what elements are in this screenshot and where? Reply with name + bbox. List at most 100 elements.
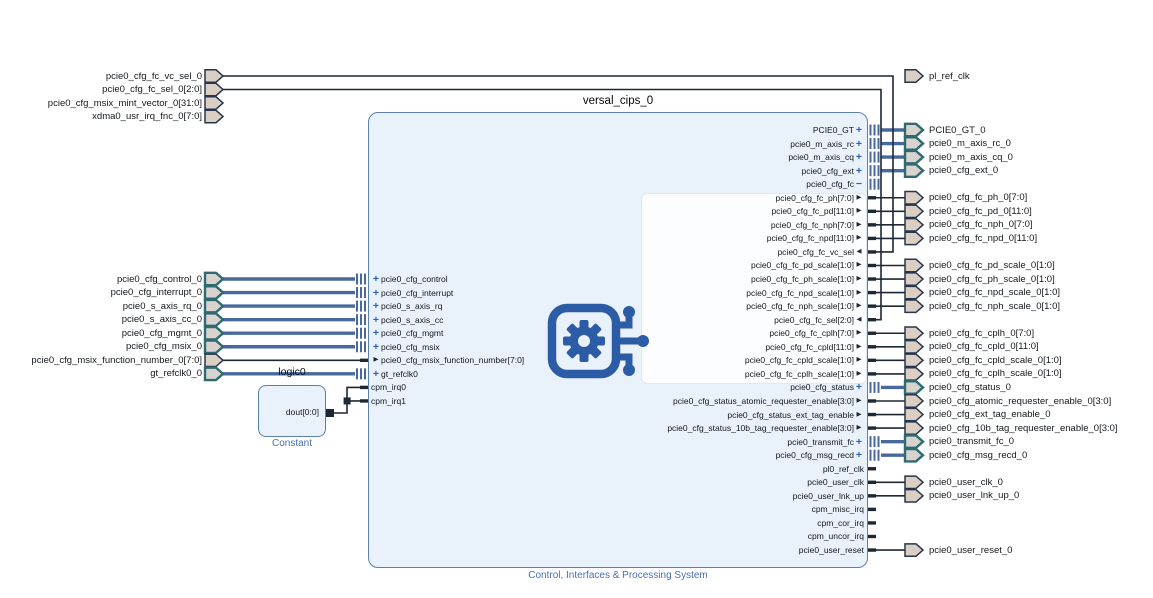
- external-port-arrow[interactable]: [904, 285, 925, 300]
- block-pin[interactable]: pcie0_cfg_fc_nph[7:0]▶: [574, 218, 864, 232]
- block-pin[interactable]: +gt_refclk0: [371, 367, 418, 381]
- expand-icon[interactable]: +: [372, 327, 380, 340]
- external-port-arrow[interactable]: [903, 136, 925, 151]
- block-pin[interactable]: pcie0_m_axis_rc+: [574, 137, 864, 151]
- external-port-arrow[interactable]: [203, 285, 225, 300]
- block-pin[interactable]: pl0_ref_clk: [574, 462, 864, 476]
- external-port-arrow[interactable]: [903, 163, 925, 179]
- block-pin[interactable]: pcie0_cfg_fc_sel[2:0]◀: [574, 313, 864, 327]
- expand-icon[interactable]: +: [372, 300, 380, 313]
- expand-icon[interactable]: +: [372, 367, 380, 380]
- block-pin[interactable]: pcie0_user_lnk_up: [574, 489, 864, 503]
- block-pin[interactable]: PCIE0_GT+: [574, 123, 864, 137]
- external-port-label: pcie0_user_clk_0: [929, 476, 1003, 488]
- block-pin[interactable]: pcie0_cfg_status+: [574, 381, 864, 395]
- block-pin[interactable]: pcie0_cfg_fc_npd[11:0]▶: [574, 232, 864, 246]
- external-port-arrow[interactable]: [904, 190, 925, 205]
- external-port-arrow[interactable]: [904, 326, 925, 341]
- block-pin[interactable]: pcie0_cfg_fc_pd[11:0]▶: [574, 205, 864, 219]
- external-port-arrow[interactable]: [203, 271, 225, 287]
- external-port-arrow[interactable]: [203, 312, 225, 328]
- block-pin[interactable]: pcie0_user_reset: [574, 543, 864, 557]
- constant-dout-pin[interactable]: dout[0:0]: [285, 407, 319, 417]
- block-pin[interactable]: +pcie0_cfg_interrupt: [371, 286, 453, 300]
- block-pin[interactable]: pcie0_cfg_status_10b_tag_requester_enabl…: [574, 421, 864, 435]
- external-port-arrow[interactable]: [204, 109, 225, 124]
- external-port-arrow[interactable]: [904, 299, 925, 314]
- external-port-arrow[interactable]: [903, 380, 925, 395]
- expand-icon[interactable]: +: [855, 164, 863, 177]
- external-port-arrow[interactable]: [204, 353, 225, 368]
- external-port-arrow[interactable]: [904, 421, 925, 436]
- block-pin[interactable]: pcie0_cfg_msg_recd+: [574, 448, 864, 462]
- block-pin[interactable]: pcie0_user_clk: [574, 476, 864, 490]
- external-port-arrow[interactable]: [204, 69, 225, 83]
- block-pin[interactable]: pcie0_cfg_status_ext_tag_enable▶: [574, 408, 864, 422]
- expand-icon[interactable]: +: [372, 340, 380, 353]
- block-pin[interactable]: pcie0_cfg_fc_ph[7:0]▶: [574, 191, 864, 205]
- block-pin[interactable]: pcie0_cfg_fc_cpld[11:0]▶: [574, 340, 864, 354]
- expand-icon[interactable]: +: [855, 449, 863, 462]
- external-port-arrow[interactable]: [904, 339, 925, 354]
- expand-icon[interactable]: +: [855, 435, 863, 448]
- external-port-arrow[interactable]: [203, 325, 225, 341]
- block-pin[interactable]: pcie0_cfg_fc−: [574, 177, 864, 191]
- net-pcie0_cfg_fc_sel[interactable]: [223, 88, 882, 321]
- block-pin[interactable]: pcie0_cfg_fc_vc_sel◀: [574, 245, 864, 259]
- block-pin[interactable]: cpm_uncor_irq: [574, 530, 864, 544]
- block-pin[interactable]: pcie0_cfg_ext+: [574, 164, 864, 178]
- external-port-arrow[interactable]: [904, 475, 925, 490]
- block-pin[interactable]: pcie0_cfg_fc_cpld_scale[1:0]▶: [574, 354, 864, 368]
- external-port-arrow[interactable]: [204, 96, 225, 110]
- external-port-arrow[interactable]: [903, 149, 925, 165]
- block-pin[interactable]: ▶pcie0_cfg_msix_function_number[7:0]: [371, 354, 525, 368]
- external-port-arrow[interactable]: [903, 434, 925, 450]
- external-port-arrow[interactable]: [904, 407, 925, 422]
- block-pin[interactable]: +pcie0_cfg_mgmt: [371, 326, 443, 340]
- block-pin[interactable]: pcie0_cfg_fc_pd_scale[1:0]▶: [574, 259, 864, 273]
- expand-icon[interactable]: +: [855, 151, 863, 164]
- versal-cips-block[interactable]: [368, 112, 868, 568]
- block-pin[interactable]: pcie0_transmit_fc+: [574, 435, 864, 449]
- block-pin[interactable]: pcie0_cfg_fc_nph_scale[1:0]▶: [574, 299, 864, 313]
- collapse-icon[interactable]: −: [855, 178, 863, 191]
- expand-icon[interactable]: +: [855, 137, 863, 150]
- external-port-arrow[interactable]: [904, 231, 925, 246]
- external-port-arrow[interactable]: [203, 339, 225, 355]
- block-pin[interactable]: cpm_cor_irq: [574, 516, 864, 530]
- block-pin[interactable]: pcie0_cfg_fc_npd_scale[1:0]▶: [574, 286, 864, 300]
- expand-icon[interactable]: +: [855, 123, 863, 136]
- external-port-arrow[interactable]: [904, 353, 925, 368]
- block-pin[interactable]: pcie0_cfg_status_atomic_requester_enable…: [574, 394, 864, 408]
- external-port-arrow[interactable]: [904, 69, 925, 83]
- block-pin[interactable]: cpm_irq0: [371, 381, 406, 395]
- expand-icon[interactable]: +: [372, 272, 380, 285]
- expand-icon[interactable]: +: [372, 286, 380, 299]
- external-port-arrow[interactable]: [904, 366, 925, 381]
- block-pin[interactable]: pcie0_cfg_fc_cplh[7:0]▶: [574, 326, 864, 340]
- block-pin[interactable]: cpm_irq1: [371, 394, 406, 408]
- external-port-arrow[interactable]: [203, 366, 225, 382]
- block-pin[interactable]: pcie0_cfg_fc_ph_scale[1:0]▶: [574, 272, 864, 286]
- external-port-arrow[interactable]: [903, 122, 925, 138]
- external-port-arrow[interactable]: [904, 488, 925, 503]
- external-port-arrow[interactable]: [904, 272, 925, 286]
- block-pin[interactable]: pcie0_cfg_fc_cplh_scale[1:0]▶: [574, 367, 864, 381]
- constant-block[interactable]: dout[0:0]: [258, 385, 326, 437]
- external-port-arrow[interactable]: [904, 217, 925, 232]
- external-port-arrow[interactable]: [904, 543, 925, 557]
- block-pin[interactable]: +pcie0_cfg_control: [371, 272, 448, 286]
- external-port-arrow[interactable]: [904, 394, 925, 408]
- external-port-arrow[interactable]: [203, 298, 225, 314]
- external-port-arrow[interactable]: [904, 258, 925, 273]
- expand-icon[interactable]: +: [372, 313, 380, 326]
- block-pin[interactable]: pcie0_m_axis_cq+: [574, 150, 864, 164]
- block-pin[interactable]: +pcie0_s_axis_cc: [371, 313, 443, 327]
- block-pin[interactable]: +pcie0_cfg_msix: [371, 340, 440, 354]
- expand-icon[interactable]: +: [855, 381, 863, 394]
- block-pin[interactable]: cpm_misc_irq: [574, 503, 864, 517]
- external-port-arrow[interactable]: [903, 447, 925, 463]
- block-pin[interactable]: +pcie0_s_axis_rq: [371, 299, 443, 313]
- external-port-arrow[interactable]: [904, 204, 925, 219]
- external-port-arrow[interactable]: [204, 82, 225, 97]
